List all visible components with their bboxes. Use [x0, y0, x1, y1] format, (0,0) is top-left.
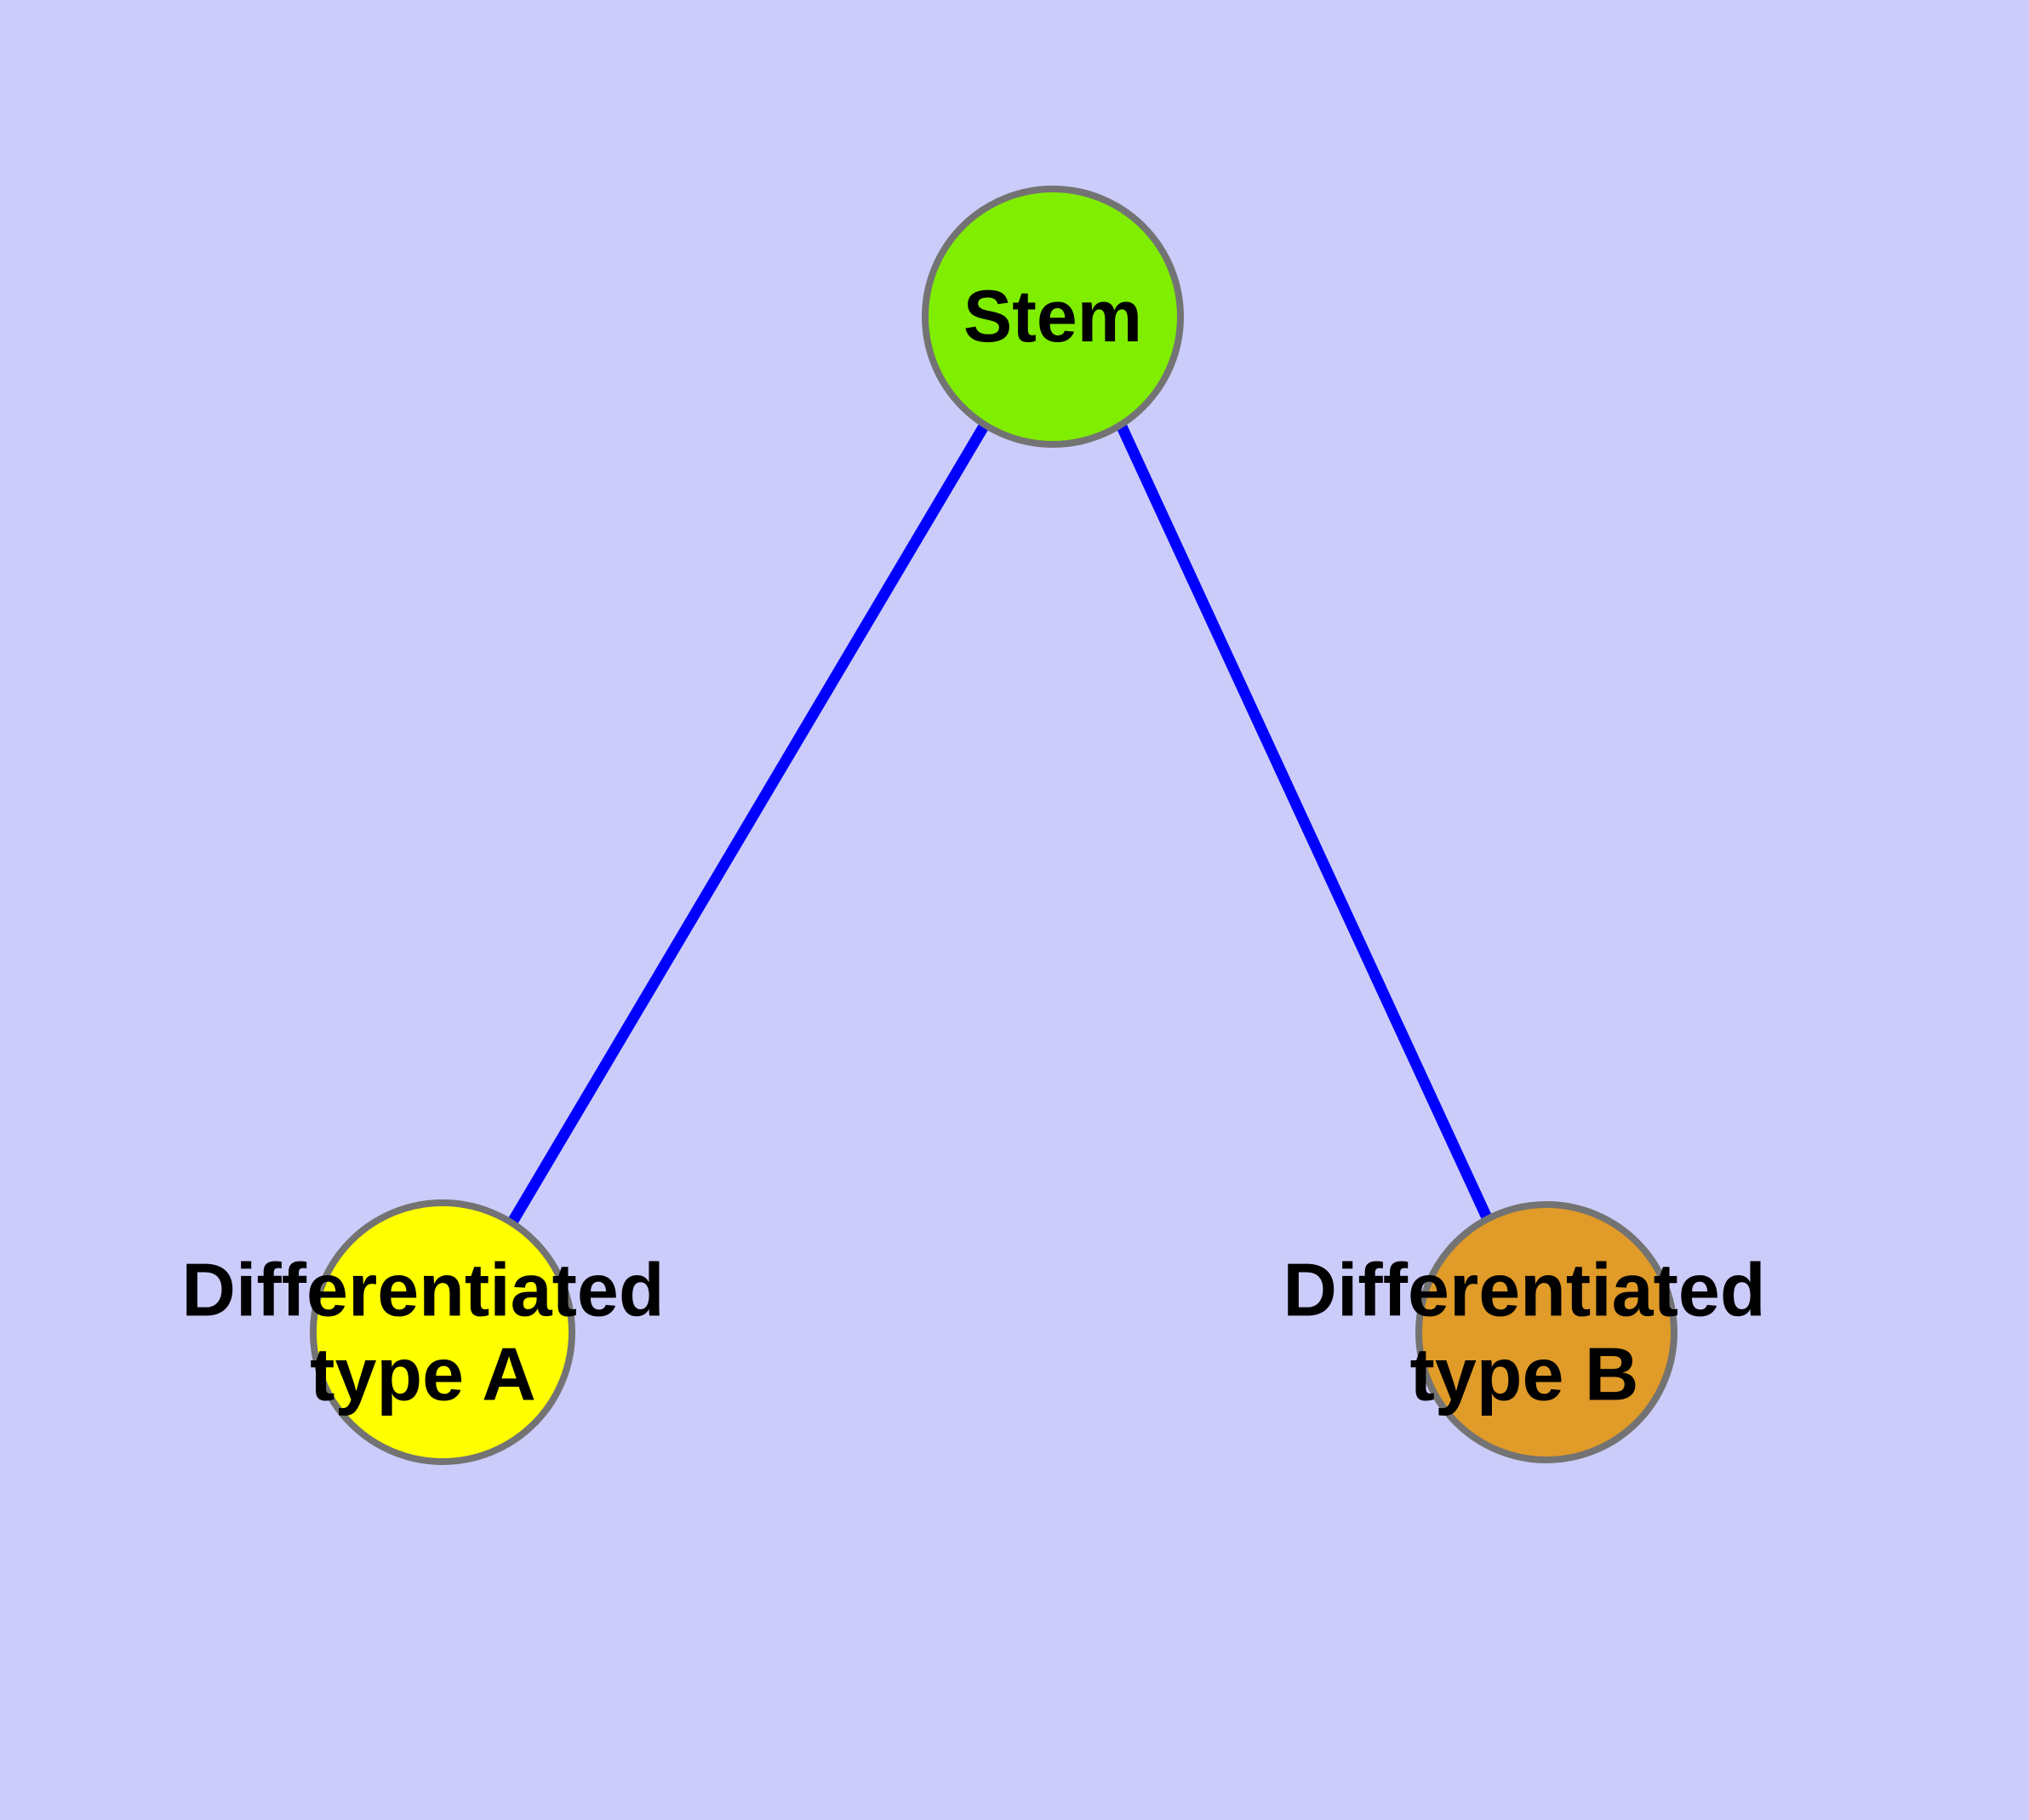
node-stem[interactable]	[922, 186, 1184, 448]
node-differentiated-type-a[interactable]	[310, 1199, 575, 1465]
edge-stem-to-diff-b	[1116, 422, 1495, 1228]
edge-stem-to-diff-a	[506, 421, 990, 1228]
node-differentiated-type-b[interactable]	[1415, 1201, 1677, 1463]
